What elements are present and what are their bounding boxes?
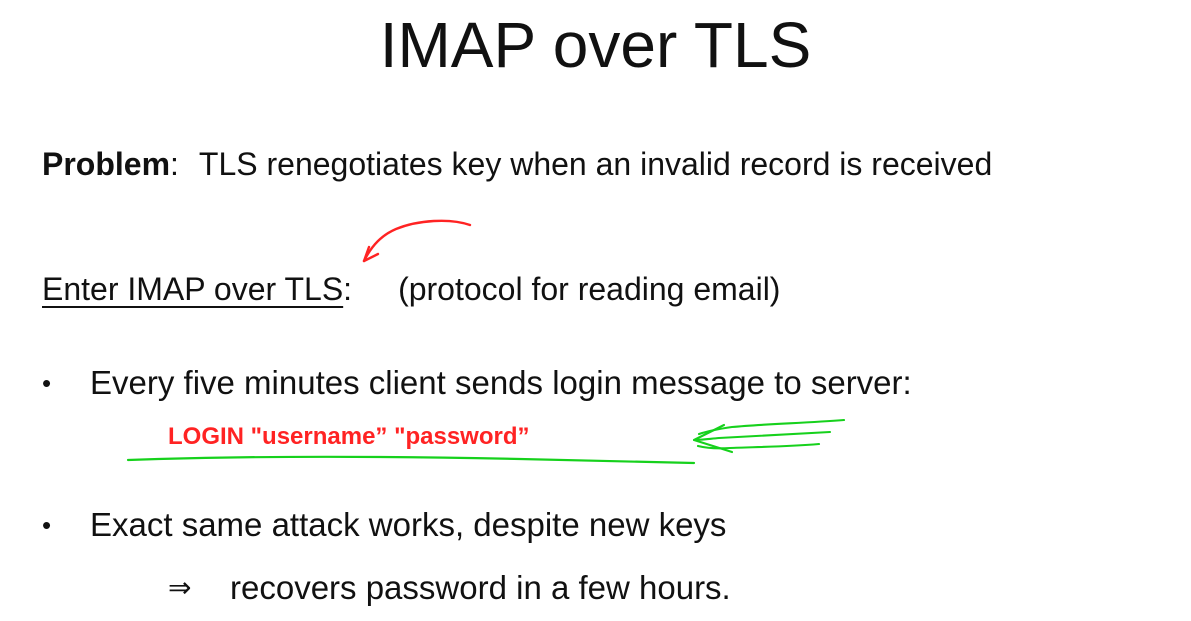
enter-imap-label: Enter IMAP over TLS (42, 271, 344, 307)
protocol-note: (protocol for reading email) (398, 271, 781, 307)
green-arrow-shaft-middle (692, 430, 832, 442)
bullet-login-message: • Every five minutes client sends login m… (42, 363, 912, 403)
red-arrow-curve (362, 219, 472, 263)
enter-imap-colon: : (343, 271, 353, 307)
green-arrow-head (692, 423, 734, 454)
green-arrow-annotation (692, 418, 846, 454)
green-underline-stroke (126, 455, 696, 465)
problem-line: Problem: TLS renegotiates key when an inv… (42, 144, 992, 184)
login-command: LOGIN "username” "password” (168, 423, 530, 450)
red-arrow-head (362, 245, 380, 263)
bullet-attack: • Exact same attack works, despite new ke… (42, 505, 726, 545)
bullet-text: Exact same attack works, despite new key… (90, 506, 727, 543)
implies-symbol: ⇒ (168, 572, 192, 603)
implication-text: recovers password in a few hours. (230, 569, 731, 606)
problem-label: Problem (42, 146, 171, 182)
problem-text: TLS renegotiates key when an invalid rec… (198, 146, 993, 182)
bullet-marker: • (42, 368, 52, 398)
bullet-text: Every five minutes client sends login me… (90, 364, 912, 401)
green-arrow-shaft-bottom (696, 442, 821, 450)
problem-separator: : (170, 146, 179, 182)
green-arrow-shaft-top (697, 418, 846, 436)
slide-title: IMAP over TLS (379, 9, 812, 81)
red-arrow-annotation (362, 219, 472, 263)
enter-imap-line: Enter IMAP over TLS: (protocol for readin… (42, 269, 780, 309)
implication-line: ⇒ recovers password in a few hours. (168, 568, 731, 608)
green-underline-annotation (126, 455, 696, 465)
bullet-marker: • (42, 510, 52, 540)
